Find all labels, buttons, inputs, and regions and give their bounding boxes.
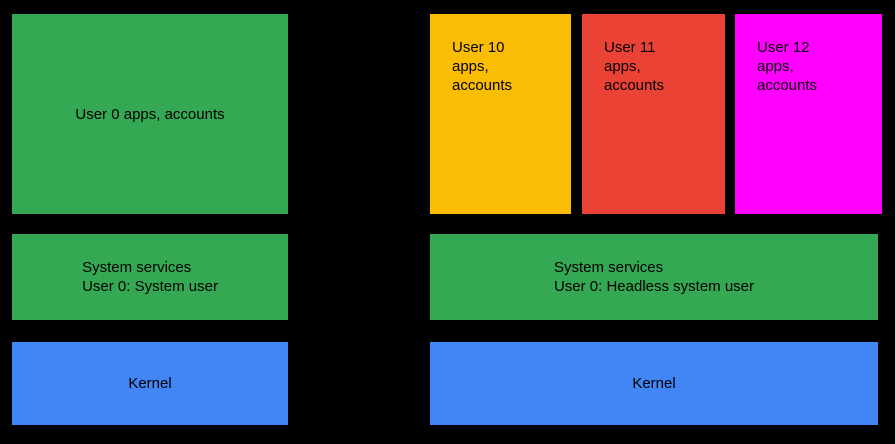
box-user12-apps: User 12 apps, accounts: [735, 14, 882, 214]
box-kernel-right: Kernel: [430, 342, 878, 425]
box-label-user0-apps-left: User 0 apps, accounts: [75, 105, 225, 123]
box-system-services-left: System services User 0: System user: [12, 234, 288, 320]
box-label-user10-apps: User 10 apps, accounts: [452, 39, 513, 94]
box-kernel-left: Kernel: [12, 342, 288, 425]
box-label-kernel-right: Kernel: [632, 375, 676, 392]
box-system-services-right: System services User 0: Headless system …: [430, 234, 878, 320]
box-label-kernel-left: Kernel: [128, 375, 172, 392]
box-label-user11-apps: User 11 apps, accounts: [604, 39, 665, 94]
box-label-user12-apps: User 12 apps, accounts: [757, 39, 818, 94]
box-label-system-services-left: System services User 0: System user: [82, 259, 218, 295]
box-user0-apps-left: User 0 apps, accounts: [12, 14, 288, 214]
box-user10-apps: User 10 apps, accounts: [430, 14, 571, 214]
box-user11-apps: User 11 apps, accounts: [582, 14, 725, 214]
box-label-system-services-right: System services User 0: Headless system …: [553, 259, 755, 295]
